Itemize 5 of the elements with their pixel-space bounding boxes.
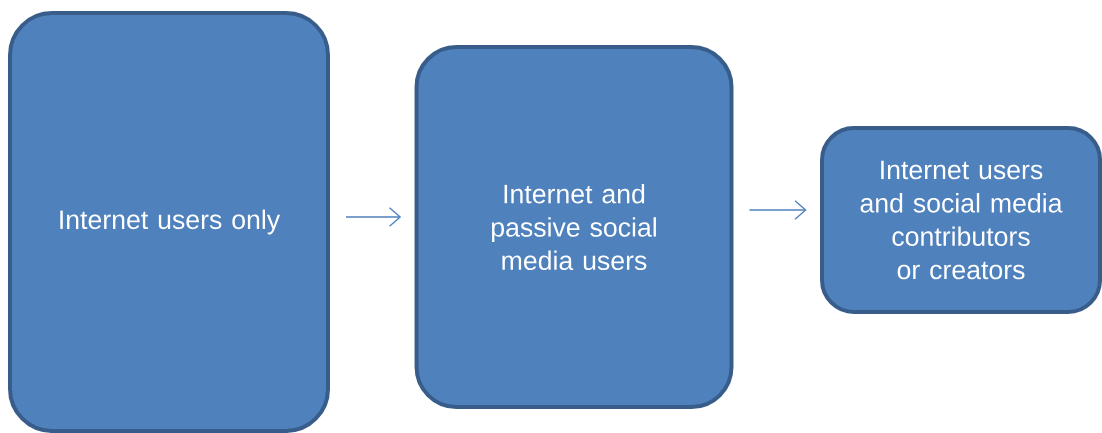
process-box: Internet users only [8, 11, 330, 433]
arrow [345, 207, 402, 227]
process-box: Internet users and social media contributors or creators [820, 126, 1102, 314]
process-box: Internet and passive social media users [414, 45, 734, 409]
arrow [748, 200, 807, 220]
